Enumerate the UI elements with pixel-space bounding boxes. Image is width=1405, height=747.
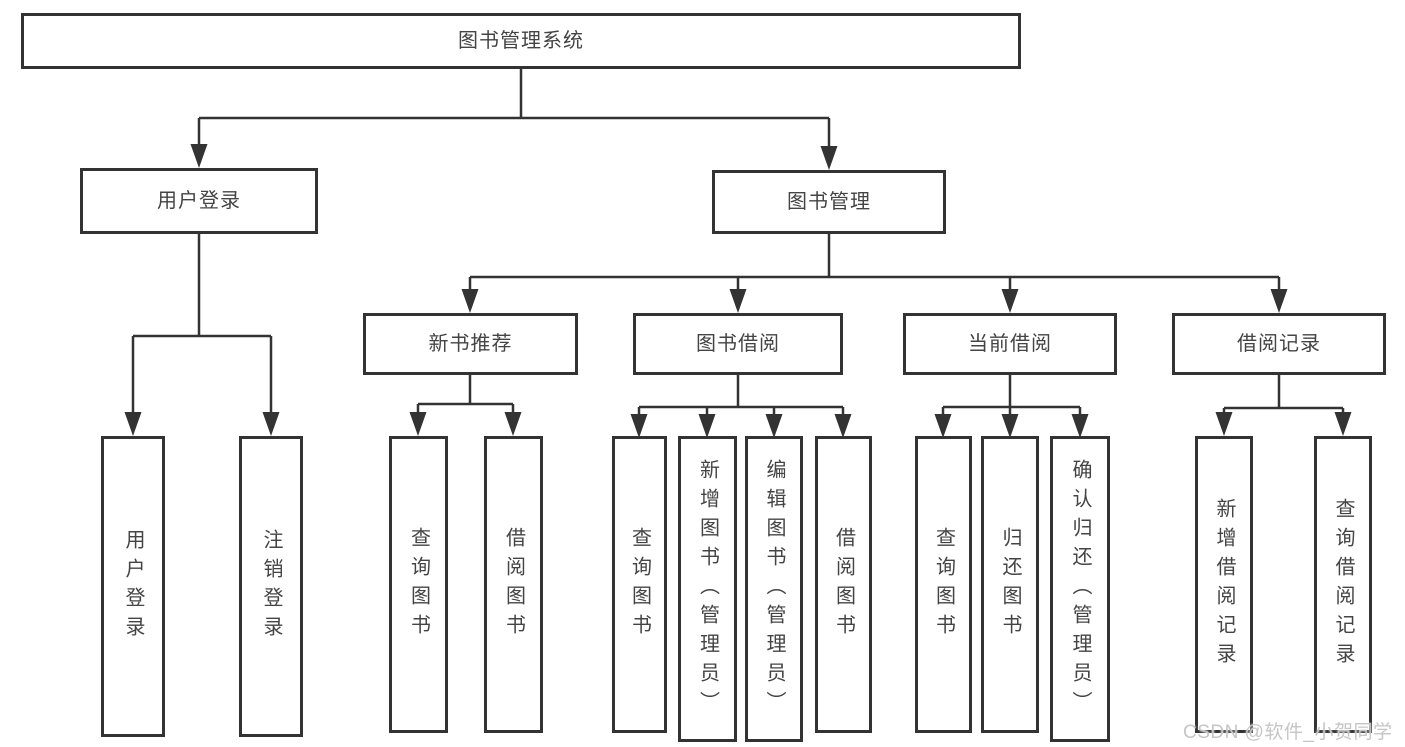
node-book-borrowing: 图书借阅 bbox=[633, 313, 843, 375]
arrowhead bbox=[934, 414, 952, 438]
leaf-borrow-books: 借阅图书 bbox=[484, 436, 543, 733]
arrowhead bbox=[461, 289, 479, 313]
arrowhead bbox=[504, 412, 522, 436]
leaf-edit-book-admin: 编辑图书（管理员） bbox=[745, 436, 803, 742]
leaf-logout: 注销登录 bbox=[239, 436, 303, 737]
node-book-management: 图书管理 bbox=[712, 170, 946, 234]
leaf-return-book: 归还图书 bbox=[981, 436, 1039, 733]
leaf-query-books: 查询图书 bbox=[915, 436, 972, 733]
leaf-confirm-return-admin: 确认归还（管理员） bbox=[1050, 436, 1110, 742]
connector-current-borrowing-to-leaves bbox=[934, 375, 1089, 438]
connector-user-login-to-leaves bbox=[124, 234, 280, 436]
arrowhead bbox=[409, 412, 427, 436]
arrowhead bbox=[834, 414, 852, 438]
leaf-add-book-admin: 新增图书（管理员） bbox=[678, 436, 737, 742]
node-library-management-system: 图书管理系统 bbox=[21, 13, 1021, 69]
leaf-query-borrowing-record: 查询借阅记录 bbox=[1314, 436, 1372, 733]
node-user-login: 用户登录 bbox=[80, 168, 318, 234]
connector-borrowing-records-to-leaves bbox=[1215, 375, 1352, 436]
arrowhead bbox=[765, 414, 783, 438]
leaf-borrow-books: 借阅图书 bbox=[815, 436, 872, 733]
arrowhead bbox=[124, 412, 142, 436]
connector-new-book-recommend-to-leaves bbox=[409, 375, 522, 436]
arrowhead bbox=[698, 414, 716, 438]
leaf-query-books: 查询图书 bbox=[612, 436, 667, 733]
connector-root-to-level2 bbox=[190, 69, 838, 170]
arrowhead bbox=[630, 414, 648, 438]
arrowhead bbox=[1334, 412, 1352, 436]
arrowhead bbox=[1270, 289, 1288, 313]
arrowhead bbox=[729, 289, 747, 313]
csdn-watermark: CSDN @软件_小贺同学 bbox=[1183, 722, 1393, 743]
leaf-user-login: 用户登录 bbox=[101, 436, 165, 737]
arrowhead bbox=[1001, 414, 1019, 438]
leaf-add-borrowing-record: 新增借阅记录 bbox=[1195, 436, 1253, 733]
arrowhead bbox=[1071, 414, 1089, 438]
node-new-book-recommend: 新书推荐 bbox=[363, 313, 578, 375]
arrowhead bbox=[820, 146, 838, 170]
connector-book-borrowing-to-leaves bbox=[630, 375, 852, 438]
leaf-query-books: 查询图书 bbox=[389, 436, 448, 733]
node-borrowing-records: 借阅记录 bbox=[1172, 313, 1386, 375]
arrowhead bbox=[1001, 289, 1019, 313]
arrowhead bbox=[190, 144, 208, 168]
arrowhead bbox=[1215, 412, 1233, 436]
connector-book-management-to-level3 bbox=[461, 234, 1288, 313]
arrowhead bbox=[262, 412, 280, 436]
node-current-borrowing: 当前借阅 bbox=[903, 313, 1117, 375]
